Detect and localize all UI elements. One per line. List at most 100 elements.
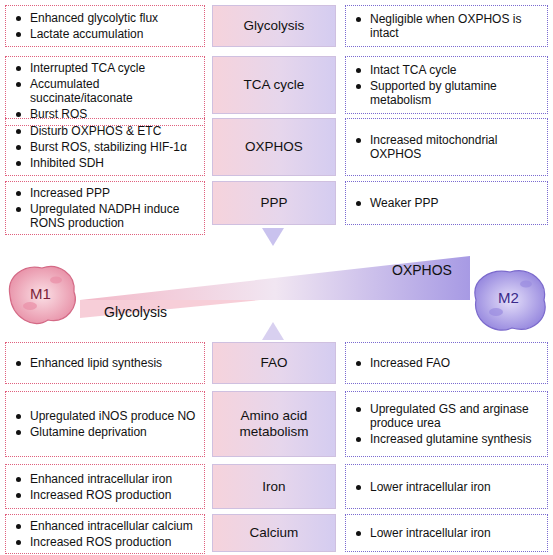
bullet-item: Increased FAO (354, 356, 539, 370)
category-label: PPP (260, 195, 287, 211)
bullet-dot (356, 437, 361, 442)
m1-feature-box: Upregulated iNOS produce NO Glutamine dep… (5, 391, 205, 457)
bullet-item: Increased glutamine synthesis (354, 432, 539, 446)
up-triangle (262, 322, 284, 340)
category-box: Iron (212, 464, 336, 509)
category-label: FAO (260, 355, 287, 371)
cell-label: M2 (498, 289, 519, 306)
bullet-text: Inhibited SDH (30, 156, 104, 170)
bullet-text: Negligible when OXPHOS is intact (370, 12, 539, 40)
bullet-item: Lower intracellular iron (354, 480, 539, 494)
bullet-item: Accumulated succinate/itaconate (14, 77, 196, 105)
bullet-dot (16, 207, 21, 212)
bullet-text: Interrupted TCA cycle (30, 61, 145, 75)
bullet-item: Increased PPP (14, 186, 196, 200)
bullet-text: Increased ROS production (30, 488, 171, 502)
bullet-text: Intact TCA cycle (370, 63, 456, 77)
bullet-item: Enhanced intracellular iron (14, 472, 196, 486)
bullet-dot (16, 66, 21, 71)
m2-feature-box: Negligible when OXPHOS is intact (345, 5, 548, 47)
bullet-dot (16, 145, 21, 150)
gradient-wedge (80, 256, 470, 300)
m2-feature-box: Increased mitochondrial OXPHOS (345, 118, 548, 176)
m1-feature-box: Enhanced lipid synthesis (5, 342, 205, 384)
bullet-item: Intact TCA cycle (354, 63, 539, 77)
bullet-text: Enhanced intracellular calcium (30, 519, 193, 533)
bullet-dot (356, 17, 361, 22)
bullet-item: Lower intracellular iron (354, 526, 539, 540)
m1-feature-box: Interrupted TCA cycleAccumulated succina… (5, 56, 205, 126)
bullet-item: Inhibited SDH (14, 156, 196, 170)
m1-feature-box: Enhanced glycolytic fluxLactate accumula… (5, 5, 205, 47)
bullet-text: Accumulated succinate/itaconate (30, 77, 196, 105)
cell-label: M1 (30, 285, 51, 302)
bullet-dot (356, 201, 361, 206)
m2-feature-box: Weaker PPP (345, 181, 548, 225)
bullet-dot (16, 493, 21, 498)
m2-feature-box: Lower intracellular iron (345, 464, 548, 509)
category-label: Amino acid metabolism (217, 408, 331, 440)
bullet-dot (356, 361, 361, 366)
bullet-text: Upregulated GS and arginase produce urea (370, 402, 539, 430)
down-triangle (262, 228, 284, 246)
bullet-dot (16, 361, 21, 366)
bullet-item: Negligible when OXPHOS is intact (354, 12, 539, 40)
bullet-dot (356, 531, 361, 536)
bullet-item: Enhanced glycolytic flux (14, 11, 196, 25)
bullet-item: Weaker PPP (354, 196, 539, 210)
bullet-item: Burst ROS, stabilizing HIF-1α (14, 140, 196, 154)
bullet-dot (16, 414, 21, 419)
m2-feature-box: Increased FAO (345, 342, 548, 384)
category-box: FAO (212, 342, 336, 384)
bullet-dot (16, 540, 21, 545)
bullet-text: Lower intracellular iron (370, 480, 491, 494)
bullet-text: Increased FAO (370, 356, 450, 370)
bullet-item: Increased mitochondrial OXPHOS (354, 133, 539, 161)
bullet-text: Enhanced glycolytic flux (30, 11, 158, 25)
bullet-text: Increased PPP (30, 186, 110, 200)
bullet-dot (16, 129, 21, 134)
bullet-dot (356, 407, 361, 412)
bullet-dot (16, 191, 21, 196)
bullet-text: Upregulated NADPH induce RONS production (30, 202, 196, 230)
bullet-dot (356, 68, 361, 73)
bullet-text: Increased glutamine synthesis (370, 432, 531, 446)
bullet-dot (356, 138, 361, 143)
bullet-text: Upregulated iNOS produce NO (30, 409, 195, 423)
bullet-dot (16, 16, 21, 21)
bullet-item: Increased ROS production (14, 535, 196, 549)
bullet-text: Disturb OXPHOS & ETC (30, 124, 161, 138)
bullet-text: Glutamine deprivation (30, 425, 147, 439)
category-box: OXPHOS (212, 118, 336, 176)
m1-feature-box: Disturb OXPHOS & ETC Burst ROS, stabilizi… (5, 118, 205, 176)
bullet-item: Enhanced lipid synthesis (14, 356, 196, 370)
bullet-item: Increased ROS production (14, 488, 196, 502)
m1-feature-box: Increased PPP Upregulated NADPH induce RO… (5, 181, 205, 235)
bullet-text: Lower intracellular iron (370, 526, 491, 540)
bullet-item: Disturb OXPHOS & ETC (14, 124, 196, 138)
category-box: PPP (212, 181, 336, 225)
bullet-item: Upregulated GS and arginase produce urea (354, 402, 539, 430)
bullet-item: Lactate accumulation (14, 27, 196, 41)
category-label: Glycolysis (244, 18, 305, 34)
bullet-item: Upregulated iNOS produce NO (14, 409, 196, 423)
bullet-item: Supported by glutamine metabolism (354, 79, 539, 107)
bullet-text: Burst ROS, stabilizing HIF-1α (30, 140, 187, 154)
bullet-item: Glutamine deprivation (14, 425, 196, 439)
bullet-dot (16, 82, 21, 87)
bullet-dot (16, 161, 21, 166)
m2-feature-box: Upregulated GS and arginase produce urea… (345, 391, 548, 457)
axis-label: Glycolysis (104, 304, 167, 320)
category-box: Glycolysis (212, 5, 336, 47)
bullet-text: Increased ROS production (30, 535, 171, 549)
bullet-text: Supported by glutamine metabolism (370, 79, 539, 107)
m2-feature-box: Intact TCA cycleSupported by glutamine m… (345, 56, 548, 114)
category-label: Calcium (250, 525, 299, 541)
category-box: Calcium (212, 514, 336, 552)
bullet-item: Upregulated NADPH induce RONS production (14, 202, 196, 230)
m1-cell (9, 266, 75, 323)
axis-label: OXPHOS (392, 262, 452, 278)
bullet-item: Enhanced intracellular calcium (14, 519, 196, 533)
category-label: Iron (262, 479, 285, 495)
bullet-text: Lactate accumulation (30, 27, 143, 41)
